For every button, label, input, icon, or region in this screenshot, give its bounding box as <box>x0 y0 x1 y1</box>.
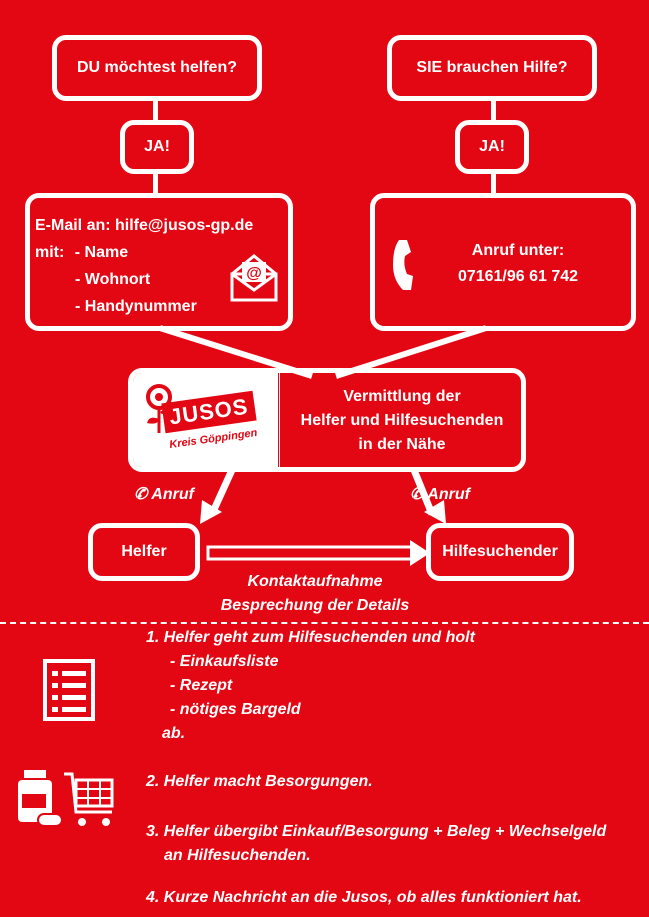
step-1-item-prescription: - Rezept <box>170 677 233 694</box>
detail-item-phone: - Handynummer <box>75 298 197 315</box>
checklist-icon <box>43 659 95 721</box>
step-1-item-list: - Einkaufsliste <box>170 653 279 670</box>
mediation-line-1: Vermittlung der <box>343 388 461 405</box>
logo-area: JUSOS Kreis Göppingen <box>133 373 278 467</box>
call-line-1: Anruf unter: <box>471 242 565 259</box>
shopping-cart-icon <box>64 772 114 826</box>
svg-text:@: @ <box>246 265 262 282</box>
email-box: E-Mail an: hilfe@jusos-gp.de mit: - Name… <box>25 193 293 331</box>
contact-text: Kontaktaufnahme Besprechung der Details <box>180 570 450 618</box>
step-1-end: ab. <box>162 725 186 742</box>
connector-right-2 <box>491 171 496 195</box>
question-box-right: SIE brauchen Hilfe? <box>387 35 597 101</box>
connector-left-1 <box>153 100 158 122</box>
detail-item-residence: - Wohnort <box>75 271 151 288</box>
seeker-box: Hilfesuchender <box>426 523 574 581</box>
step-1-item-cash: - nötiges Bargeld <box>170 701 301 718</box>
helper-label: Helfer <box>121 543 167 560</box>
helper-box: Helfer <box>88 523 200 581</box>
connector-left-2 <box>153 171 158 195</box>
seeker-label: Hilfesuchender <box>442 543 558 560</box>
contact-line-2: Besprechung der Details <box>220 597 410 614</box>
step-3-line-1: 3. Helfer übergibt Einkauf/Besorgung + B… <box>146 823 607 840</box>
rose-logo-icon <box>146 384 176 433</box>
mediation-line-2: Helfer und Hilfesuchenden <box>300 412 504 429</box>
email-line: E-Mail an: hilfe@jusos-gp.de <box>35 217 254 234</box>
step-2: 2. Helfer macht Besorgungen. <box>146 773 373 790</box>
call-label-right: ✆ Anruf <box>410 486 470 503</box>
question-right: SIE brauchen Hilfe? <box>416 59 568 76</box>
small-phone-icon-right: ✆ <box>410 486 424 503</box>
step-1: 1. Helfer geht zum Hilfesuchenden und ho… <box>146 626 475 746</box>
step-1-title: 1. Helfer geht zum Hilfesuchenden und ho… <box>146 629 475 646</box>
connector-right-1 <box>491 100 496 122</box>
step-3: 3. Helfer übergibt Einkauf/Besorgung + B… <box>146 820 606 868</box>
medicine-icon <box>18 770 63 827</box>
small-phone-icon-left: ✆ <box>134 486 148 503</box>
with-label: mit: <box>35 244 65 261</box>
email-icon: @ <box>230 254 278 302</box>
call-line-2: 07161/96 61 742 <box>457 268 579 285</box>
step-4: 4. Kurze Nachricht an die Jusos, ob alle… <box>146 889 582 906</box>
call-label-left: ✆ Anruf <box>134 486 194 503</box>
detail-item-name: - Name <box>74 244 129 261</box>
mediation-line-3: in der Nähe <box>358 436 446 453</box>
question-left: DU möchtest helfen? <box>76 59 237 76</box>
dashed-separator <box>0 622 649 624</box>
mediation-box: JUSOS Kreis Göppingen Vermittlung der He… <box>128 368 526 472</box>
phone-box: Anruf unter: 07161/96 61 742 <box>370 193 636 331</box>
answer-box-left: JA! <box>120 120 194 174</box>
phone-icon <box>393 240 413 290</box>
answer-box-right: JA! <box>455 120 529 174</box>
question-box-left: DU möchtest helfen? <box>52 35 262 101</box>
step-3-line-2: an Hilfesuchenden. <box>164 847 311 864</box>
answer-left: JA! <box>144 138 170 155</box>
answer-right: JA! <box>479 138 505 155</box>
contact-line-1: Kontaktaufnahme <box>247 573 383 590</box>
